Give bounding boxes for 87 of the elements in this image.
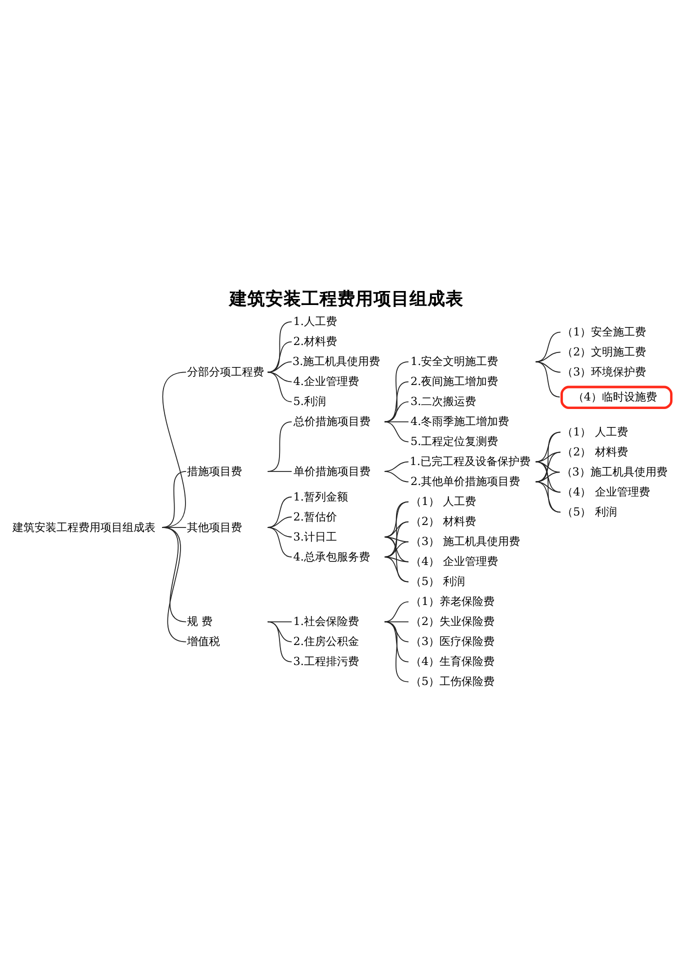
node-text: 其他项目费 [186, 520, 242, 534]
node-text: （3）环境保护费 [562, 365, 646, 378]
node-text: （1） 人工费 [410, 494, 476, 508]
node-text: 增值税 [186, 634, 220, 648]
node-text: 3.二次搬运费 [410, 394, 476, 408]
node-text: 1.社会保险费 [293, 614, 359, 628]
connector [535, 360, 560, 397]
connector [535, 351, 561, 362]
connector [535, 471, 560, 482]
node-text: （3） 施工机具使用费 [410, 534, 520, 548]
connector [267, 620, 292, 662]
node-text: （3）施工机具使用费 [561, 465, 668, 478]
connector [384, 470, 409, 482]
connector [535, 431, 561, 462]
connector [535, 331, 561, 362]
connector [162, 526, 187, 642]
node-text: （5）工伤保险费 [410, 674, 495, 688]
connector [267, 526, 292, 557]
node-text: 2.住房公积金 [293, 634, 359, 648]
connector [267, 360, 292, 372]
node-text: 3.施工机具使用费 [292, 354, 380, 368]
node-text: 总价措施项目费 [293, 414, 370, 428]
node-text: 规 费 [186, 614, 212, 628]
node-text: （4）生育保险费 [410, 654, 495, 668]
connector [384, 360, 409, 422]
node-text: 分部分项工程费 [186, 365, 264, 378]
node-text: （2） 材料费 [410, 514, 476, 528]
node-text: 1.已完工程及设备保护费 [410, 454, 530, 468]
node-text: 建筑安装工程费用项目组成表 [12, 520, 156, 534]
node-text: （5） 利润 [562, 505, 617, 518]
node-text: 3.工程排污费 [293, 654, 359, 668]
node-text: 1.暂列金额 [293, 490, 348, 503]
connector [162, 470, 187, 528]
connector [384, 536, 409, 542]
node-text: 4.企业管理费 [293, 374, 359, 388]
node-text: （2）文明施工费 [562, 345, 646, 358]
node-text: 1.人工费 [293, 314, 337, 328]
node-text: （2） 材料费 [562, 445, 628, 458]
connector [267, 340, 292, 372]
connector [535, 460, 561, 492]
connector [384, 536, 409, 582]
connector [162, 371, 187, 528]
node-text: 单价措施项目费 [293, 464, 370, 478]
connector [384, 460, 409, 472]
connector [535, 451, 561, 482]
node-text: （1）养老保险费 [410, 594, 495, 608]
connector [384, 380, 409, 422]
connector [535, 480, 561, 512]
node-text: （4） 企业管理费 [410, 554, 498, 568]
node-text: 2.夜间施工增加费 [410, 374, 498, 388]
connector [384, 536, 409, 562]
node-text: 2.材料费 [293, 334, 337, 348]
connector [384, 540, 409, 557]
connector [384, 556, 409, 562]
node-box: （4）临时设施费 [560, 385, 672, 408]
connector [267, 516, 292, 528]
connector [384, 600, 409, 622]
node-text: 4.总承包服务费 [293, 550, 370, 563]
connector [384, 620, 409, 682]
node-text: 4.冬雨季施工增加费 [410, 414, 510, 428]
node-text: 措施项目费 [186, 464, 242, 478]
node-text: 2.其他单价措施项目费 [410, 474, 520, 488]
connector [535, 431, 561, 482]
connector [267, 470, 292, 472]
diagram-title: 建筑安装工程费用项目组成表 [229, 288, 464, 310]
node-text: （4） 企业管理费 [562, 485, 650, 498]
connector [384, 520, 409, 557]
node-text: （2）失业保险费 [410, 614, 495, 628]
node-text: （5） 利润 [410, 574, 466, 588]
node-text: （1） 人工费 [562, 425, 628, 438]
connector [267, 320, 292, 372]
node-text: 5.工程定位复测费 [410, 434, 498, 448]
connector [384, 420, 409, 442]
connector [384, 500, 409, 537]
connector [535, 460, 561, 512]
connector [267, 371, 292, 402]
node-text: 3.计日工 [293, 530, 337, 543]
connector [267, 496, 292, 528]
node-text: 5.利润 [293, 394, 326, 408]
connector [384, 400, 409, 422]
node-text: （3）医疗保险费 [410, 634, 495, 648]
connector [267, 420, 292, 472]
node-text: （1）安全施工费 [562, 325, 646, 338]
connector [384, 556, 409, 582]
node-text: 1.安全文明施工费 [410, 354, 498, 368]
connector [384, 500, 409, 557]
node-text: 2.暂估价 [293, 510, 337, 523]
